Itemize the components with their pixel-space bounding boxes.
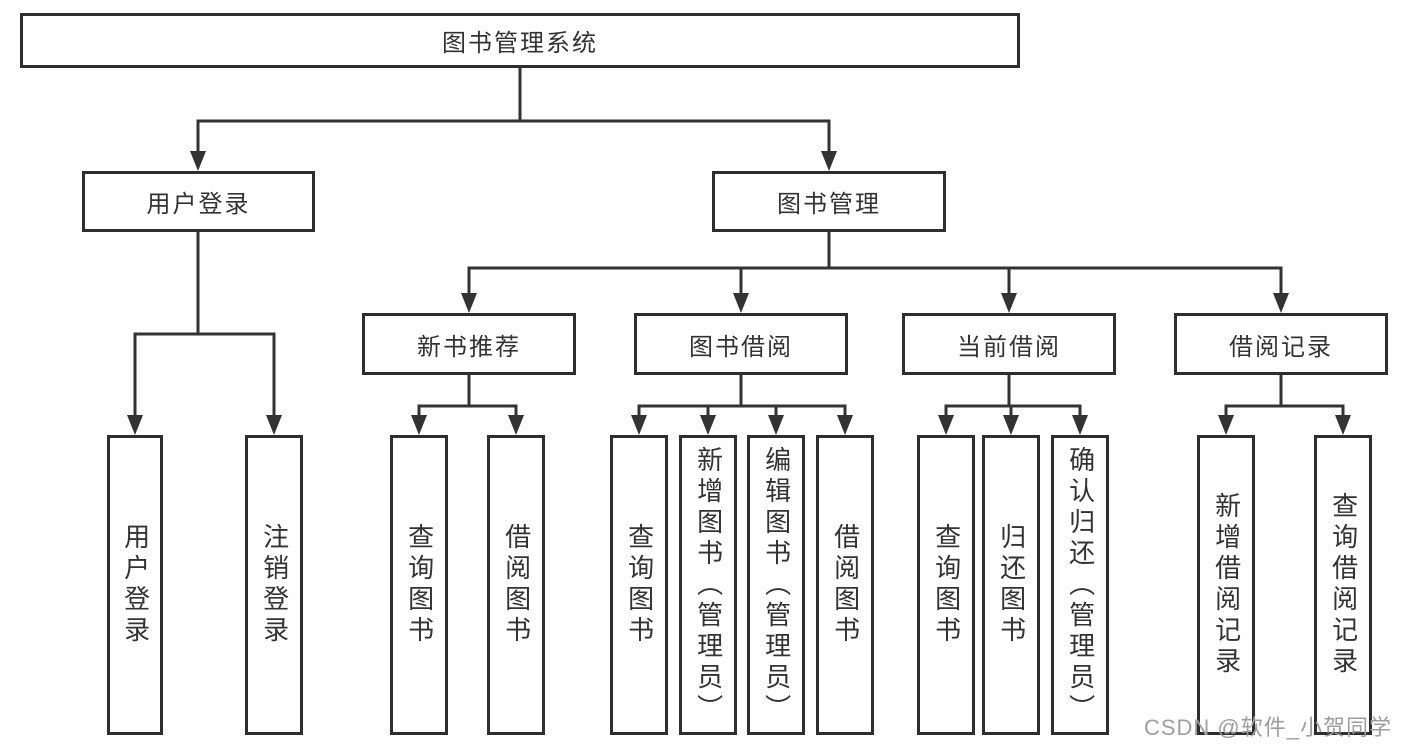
node-label: 用户登录 bbox=[146, 191, 251, 218]
node-recommend-query-books: 查询图书 bbox=[390, 435, 448, 735]
node-borrowing-records: 借阅记录 bbox=[1174, 313, 1388, 375]
node-label: 新增图书（管理员） bbox=[693, 445, 724, 725]
node-label: 借阅图书 bbox=[501, 523, 532, 647]
node-user-login-group: 用户登录 bbox=[82, 171, 315, 232]
node-label: 图书管理 bbox=[777, 191, 881, 218]
arrowheads bbox=[127, 151, 1351, 435]
node-label: 查询借阅记录 bbox=[1328, 492, 1359, 678]
node-current-query-books: 查询图书 bbox=[917, 435, 975, 735]
node-label: 注销登录 bbox=[259, 523, 290, 647]
node-user-login: 用户登录 bbox=[107, 435, 163, 735]
node-current-confirm-return-admin: 确认归还（管理员） bbox=[1051, 435, 1109, 735]
node-label: 确认归还（管理员） bbox=[1065, 445, 1096, 725]
node-label: 图书管理系统 bbox=[442, 30, 598, 57]
node-current-borrowing: 当前借阅 bbox=[902, 313, 1116, 375]
node-label: 查询图书 bbox=[624, 523, 655, 647]
node-label: 借阅图书 bbox=[830, 523, 861, 647]
node-label: 图书借阅 bbox=[689, 333, 793, 361]
node-label: 编辑图书（管理员） bbox=[761, 445, 792, 725]
node-label: 新书推荐 bbox=[417, 333, 521, 361]
node-borrow-borrow-books: 借阅图书 bbox=[816, 435, 874, 735]
node-label: 查询图书 bbox=[931, 523, 962, 647]
csdn-watermark: CSDN @软件_小贺同学 bbox=[1143, 715, 1392, 740]
node-library-management-system: 图书管理系统 bbox=[20, 13, 1020, 68]
node-current-return-books: 归还图书 bbox=[982, 435, 1040, 735]
node-label: 查询图书 bbox=[404, 523, 435, 647]
node-records-add-borrow-record: 新增借阅记录 bbox=[1197, 435, 1255, 735]
node-book-borrowing: 图书借阅 bbox=[634, 313, 848, 375]
node-borrow-edit-books-admin: 编辑图书（管理员） bbox=[747, 435, 805, 735]
node-label: 用户登录 bbox=[120, 523, 151, 647]
node-borrow-add-books-admin: 新增图书（管理员） bbox=[679, 435, 737, 735]
node-label: 借阅记录 bbox=[1229, 333, 1333, 361]
node-label: 当前借阅 bbox=[957, 333, 1061, 361]
node-label: 归还图书 bbox=[996, 523, 1027, 647]
node-borrow-query-books: 查询图书 bbox=[610, 435, 668, 735]
node-new-book-recommendation: 新书推荐 bbox=[362, 313, 576, 375]
node-label: 新增借阅记录 bbox=[1211, 492, 1242, 678]
node-recommend-borrow-books: 借阅图书 bbox=[487, 435, 545, 735]
node-book-management: 图书管理 bbox=[712, 171, 946, 232]
node-logout-login: 注销登录 bbox=[245, 435, 303, 735]
node-records-query-borrow-record: 查询借阅记录 bbox=[1314, 435, 1372, 735]
